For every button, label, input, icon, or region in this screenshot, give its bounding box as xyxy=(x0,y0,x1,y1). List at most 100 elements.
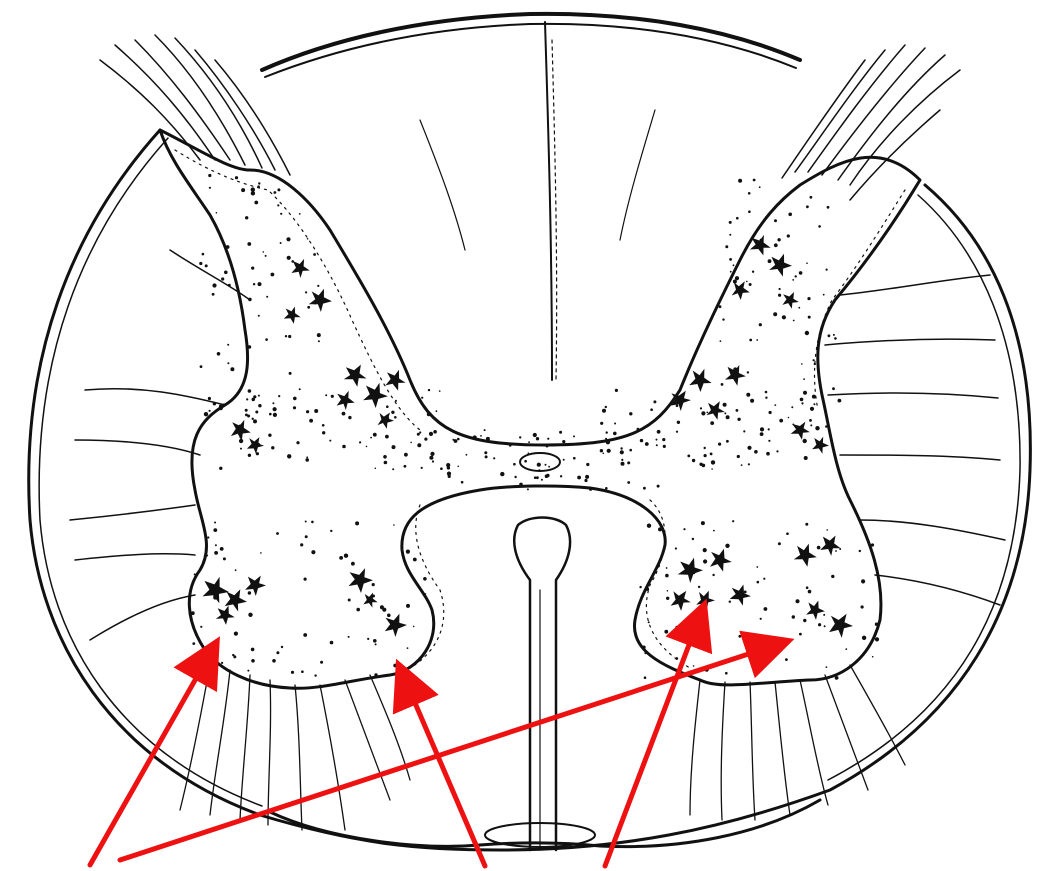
stipple-dot xyxy=(799,633,802,636)
stipple-dot xyxy=(645,442,649,446)
stipple-dot xyxy=(433,430,437,434)
stipple-dot xyxy=(692,459,695,462)
stipple-dot xyxy=(248,613,252,617)
neuron-cell xyxy=(812,437,829,454)
stipple-dot xyxy=(372,583,375,586)
stipple-dot xyxy=(627,461,630,464)
stipple-dot xyxy=(787,234,790,237)
stipple-dot xyxy=(738,635,741,638)
stipple-dot xyxy=(359,441,361,443)
stipple-dot xyxy=(746,281,748,283)
stipple-dot xyxy=(454,439,458,443)
stipple-dot xyxy=(718,443,721,446)
stipple-dot xyxy=(251,267,254,270)
neuron-cell xyxy=(689,369,711,392)
stipple-dot xyxy=(320,661,323,664)
stipple-dot xyxy=(269,413,272,416)
stipple-dot xyxy=(226,245,230,249)
stipple-dot xyxy=(439,390,441,392)
stipple-dot xyxy=(281,646,283,648)
stipple-dot xyxy=(629,412,632,415)
stipple-dot xyxy=(637,428,640,431)
stipple-dot xyxy=(589,488,592,491)
stipple-dot xyxy=(744,591,747,594)
stipple-dot xyxy=(662,438,665,441)
stipple-dot xyxy=(792,615,795,618)
stipple-dot xyxy=(213,528,217,532)
stipple-dot xyxy=(251,659,255,663)
stipple-dot xyxy=(785,658,788,661)
stipple-dot xyxy=(519,436,521,438)
stipple-dot xyxy=(245,216,248,219)
stipple-dot xyxy=(253,419,257,423)
stipple-dot xyxy=(773,312,777,316)
stipple-dot xyxy=(675,626,678,629)
stipple-dot xyxy=(818,623,821,626)
stipple-dot xyxy=(272,402,274,404)
stipple-dot xyxy=(812,395,816,399)
stipple-dot xyxy=(777,238,780,241)
stipple-dot xyxy=(311,521,314,524)
stipple-dot xyxy=(457,466,459,468)
stipple-dot xyxy=(749,339,752,342)
stipple-dot xyxy=(754,450,758,454)
stipple-dot xyxy=(248,298,252,302)
stipple-dot xyxy=(746,393,750,397)
stipple-dot xyxy=(461,481,464,484)
stipple-dot xyxy=(779,288,781,290)
stipple-dot xyxy=(322,424,325,427)
stipple-dot xyxy=(305,535,308,538)
stipple-dot xyxy=(344,554,348,558)
stipple-dot xyxy=(732,520,734,522)
stipple-dot xyxy=(782,315,786,319)
stipple-dot xyxy=(805,331,809,335)
stipple-dot xyxy=(805,523,808,526)
stipple-dot xyxy=(254,201,258,205)
stipple-dot xyxy=(235,176,238,179)
neuron-cell xyxy=(349,568,374,593)
stipple-dot xyxy=(606,431,608,433)
stipple-dot xyxy=(664,630,668,634)
ventral-rootlets-right xyxy=(690,665,905,820)
stipple-dot xyxy=(838,399,842,403)
stipple-dot xyxy=(432,460,434,462)
stipple-dot xyxy=(763,578,765,580)
stipple-dot xyxy=(639,586,641,588)
stipple-dot xyxy=(214,522,216,524)
stipple-dot xyxy=(429,432,433,436)
stipple-dot xyxy=(835,550,837,552)
neuron-cell xyxy=(247,437,264,454)
stipple-dot xyxy=(676,404,679,407)
stipple-dot xyxy=(299,213,301,215)
stipple-dot xyxy=(246,398,248,400)
stipple-dot xyxy=(600,422,603,425)
stipple-dot xyxy=(642,646,646,650)
stipple-dot xyxy=(406,550,410,554)
stipple-dot xyxy=(317,333,321,337)
stipple-dot xyxy=(861,579,865,583)
stipple-dot xyxy=(274,191,277,194)
stipple-dot xyxy=(730,271,732,273)
stipple-dot xyxy=(747,446,751,450)
stipple-dot xyxy=(421,397,423,399)
stipple-dot xyxy=(774,219,777,222)
stipple-dot xyxy=(698,586,700,588)
stipple-dot xyxy=(725,672,728,675)
neuron-cell xyxy=(309,289,332,312)
stipple-dot xyxy=(322,431,325,434)
stipple-dot xyxy=(807,297,810,300)
neuron-cell xyxy=(216,606,235,625)
stipple-dot xyxy=(743,430,745,432)
neuron-cell xyxy=(782,292,798,309)
stipple-dot xyxy=(704,447,706,449)
stipple-dot xyxy=(305,521,307,523)
stipple-dot xyxy=(404,465,407,468)
stipple-dot xyxy=(803,378,805,380)
stipple-dot xyxy=(738,179,742,183)
stipple-dot xyxy=(644,652,646,654)
stipple-dot xyxy=(514,476,516,478)
stipple-dot xyxy=(748,192,751,195)
stipple-dot xyxy=(419,431,421,433)
stipple-dot xyxy=(711,460,715,464)
stipple-dot xyxy=(213,402,216,405)
